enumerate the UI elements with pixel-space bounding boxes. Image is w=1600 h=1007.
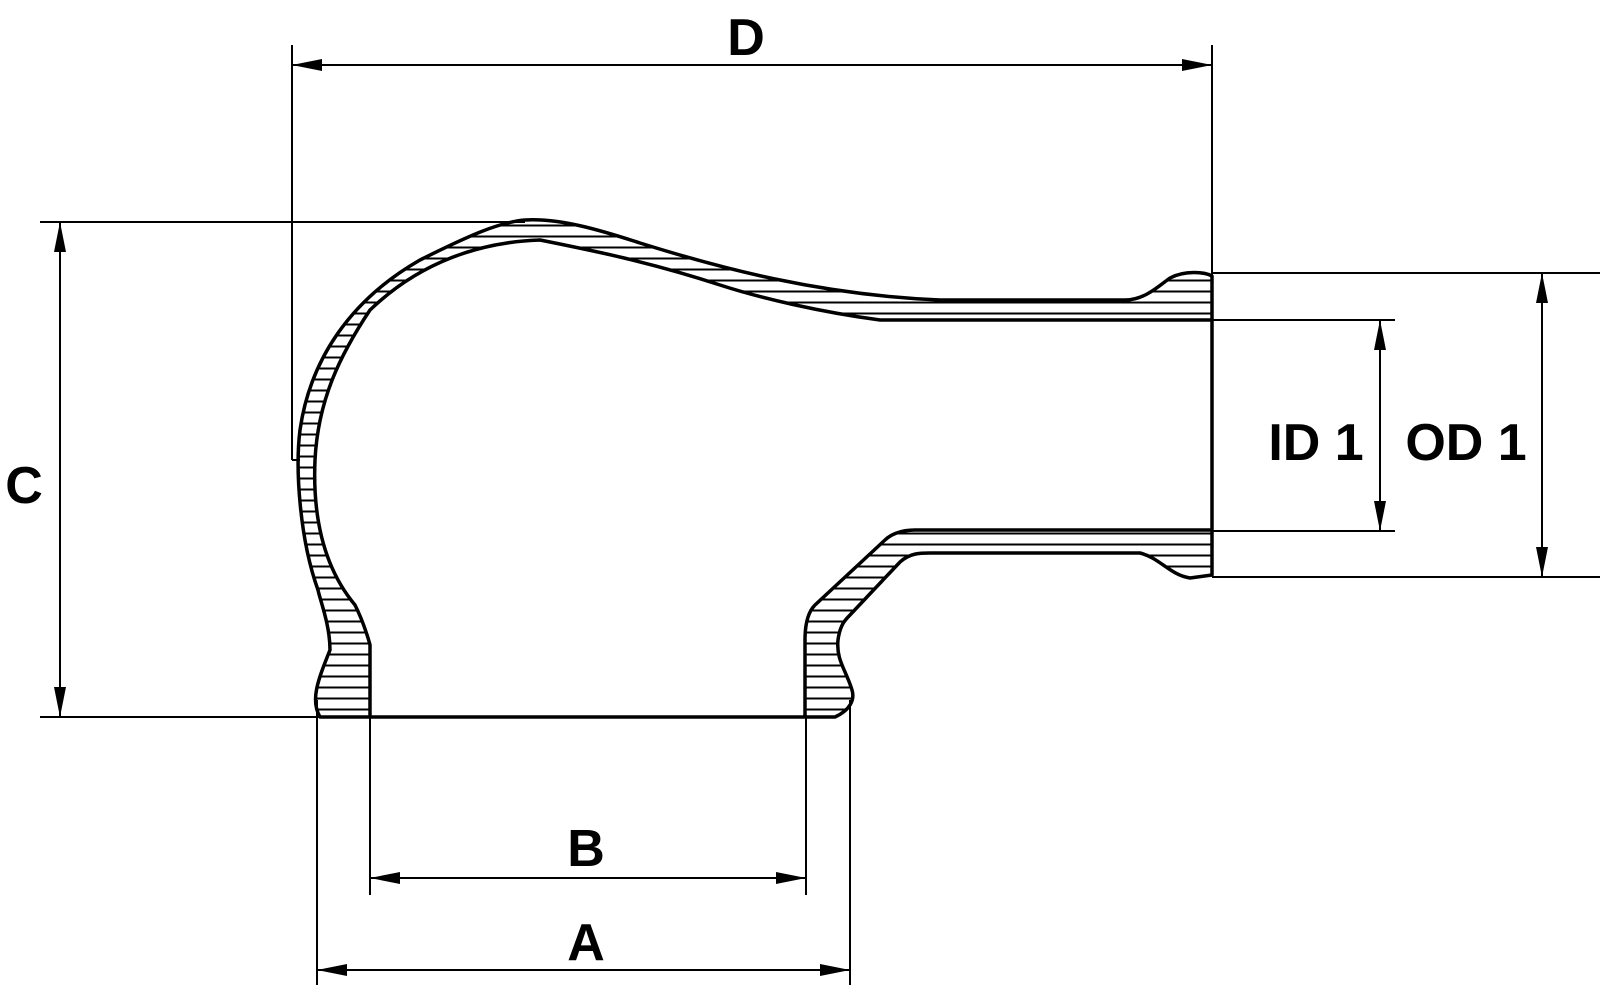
label-b: B [567, 820, 605, 878]
lower-wall-hatch [805, 530, 1212, 717]
label-a: A [567, 914, 605, 972]
inner-contour-upper [312, 238, 1212, 717]
label-c: C [5, 457, 43, 515]
label-id1: ID 1 [1268, 414, 1363, 472]
extension-lines [40, 45, 1600, 985]
outer-contour [296, 218, 1214, 719]
inner-contour-lower [803, 528, 1212, 717]
label-d: D [727, 9, 765, 67]
label-od1: OD 1 [1405, 414, 1526, 472]
